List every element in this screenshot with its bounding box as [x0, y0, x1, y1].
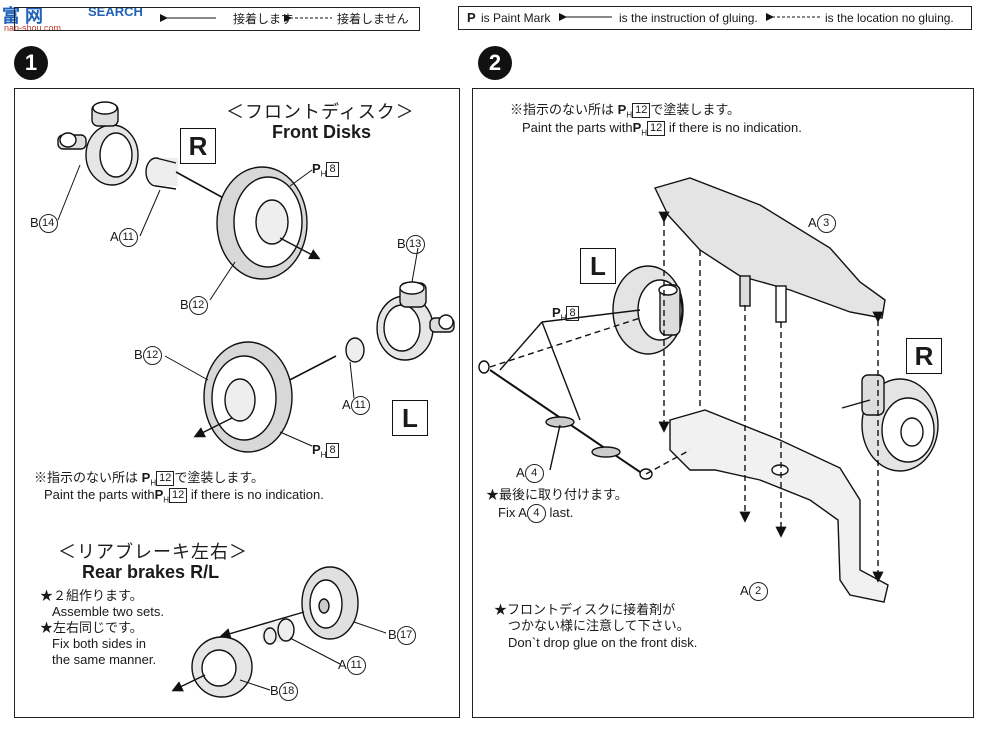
legend-box-right: P is Paint Mark is the instruction of gl… — [458, 6, 972, 30]
rear-note-1-jp: ★２組作ります。 — [40, 588, 143, 603]
side-label-l: L — [392, 400, 428, 436]
watermark-logo: 富 网 — [2, 6, 44, 26]
panel1-leaders — [57, 164, 419, 691]
panel1-drawings — [57, 101, 455, 698]
glue-note-jp1: ★フロントディスクに接着剤が — [494, 602, 676, 617]
legend-glue-jp: 接着します — [233, 12, 294, 26]
rear-note-2-jp: ★左右同じです。 — [40, 620, 143, 635]
fix-note-jp: ★最後に取り付けます。 — [486, 487, 628, 502]
legend-noglue: is the location no gluing. — [825, 11, 954, 25]
rear-note-2-en2: the same manner. — [52, 652, 157, 667]
legend-arrows — [160, 13, 820, 22]
step-1-panel — [14, 88, 460, 718]
watermark-url: nan-shou.com — [4, 23, 62, 33]
legend-paint: is Paint Mark — [481, 11, 551, 25]
front-disks-title-jp: ＜フロントディスク＞ — [226, 102, 415, 122]
panel2-drawings — [478, 177, 939, 603]
glue-note-en: Don`t drop glue on the front disk. — [508, 635, 698, 650]
rear-note-2-en1: Fix both sides in — [52, 636, 146, 651]
step-2-badge: 2 — [478, 46, 512, 80]
rear-brakes-title-en: Rear brakes R/L — [82, 562, 220, 582]
side-label-r-step2: R — [906, 338, 942, 374]
glue-note-jp2: つかない様に注意して下さい。 — [508, 618, 690, 633]
front-disks-title-en: Front Disks — [272, 122, 372, 142]
step-1-badge: 1 — [14, 46, 48, 80]
step-2-panel — [472, 88, 974, 718]
legend-glue: is the instruction of gluing. — [619, 11, 758, 25]
side-label-l-step2: L — [580, 248, 616, 284]
paint-mark-icon: P — [467, 10, 476, 25]
legend-box-left: 接着します 接着しません — [14, 7, 420, 31]
side-label-r: R — [180, 128, 216, 164]
rear-brakes-title-jp: ＜リアブレーキ左右＞ — [58, 542, 248, 562]
rear-note-1-en: Assemble two sets. — [52, 604, 164, 619]
legend-noglue-jp: 接着しません — [337, 12, 409, 26]
